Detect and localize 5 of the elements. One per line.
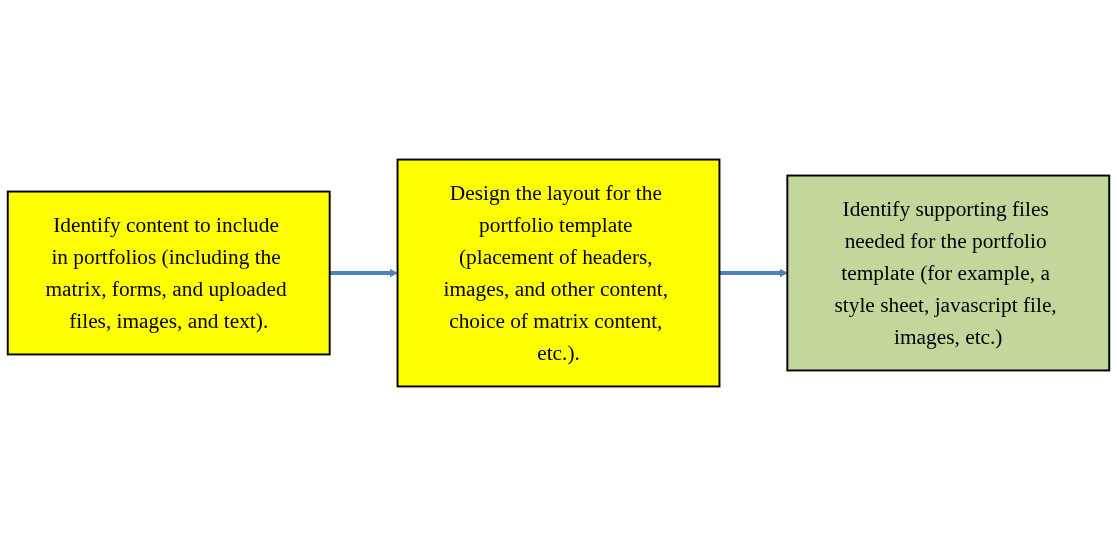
arrow: [329, 268, 398, 278]
node-box: Design the layout for the portfolio template (placement of headers, images, and other content, choice of matrix content, etc.).: [396, 158, 721, 388]
arrow: [719, 268, 788, 278]
node-box: Identify supporting files needed for the portfolio template (for example, a style sheet, javascript file, images, etc.): [786, 174, 1111, 372]
node-box: Identify content to include in portfolios (including the matrix, forms, and uploaded files, images, and text).: [6, 190, 331, 356]
